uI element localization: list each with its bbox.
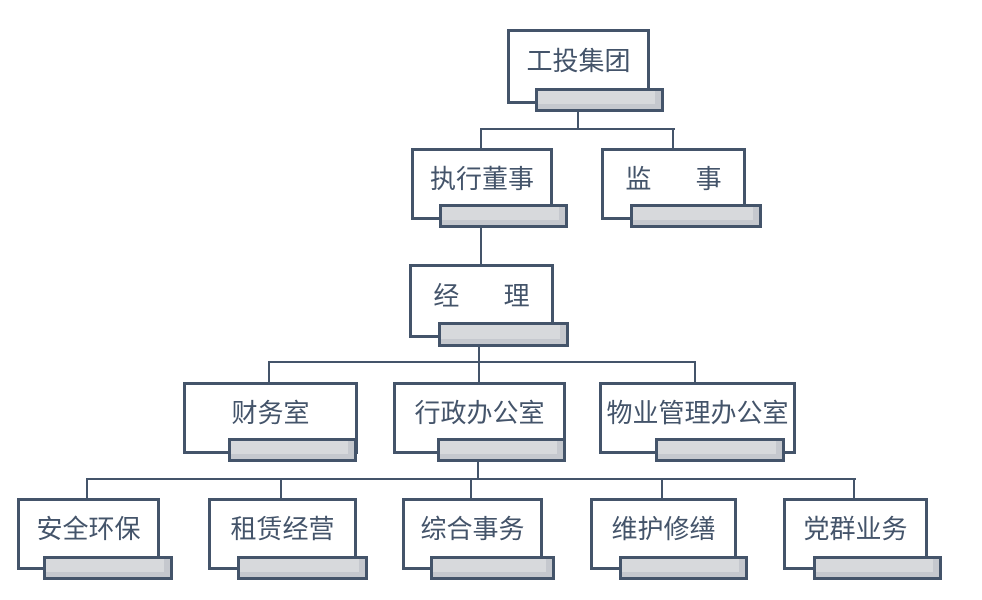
shadow-box-admin-office (437, 438, 566, 462)
connector (280, 478, 282, 498)
org-node-supervisor-label: 监事 (625, 163, 766, 194)
org-node-party-mass-affairs-label: 党群业务 (803, 513, 908, 544)
org-node-general-affairs-label: 综合事务 (420, 513, 525, 544)
org-node-safety-env-label: 安全环保 (36, 513, 141, 544)
org-node-executive-director-label: 执行董事 (429, 163, 534, 194)
connector (672, 128, 674, 148)
org-node-leasing-ops-label: 租赁经营 (230, 513, 335, 544)
connector (478, 346, 480, 363)
shadow-box-property-mgmt-office (655, 438, 785, 462)
shadow-box-supervisor (630, 204, 762, 228)
connector (478, 361, 480, 382)
connector (480, 128, 482, 148)
connector (268, 361, 270, 382)
shadow-box-party-mass-affairs (813, 556, 942, 580)
shadow-box-executive-director (439, 204, 568, 228)
org-node-finance-office-label: 财务室 (231, 397, 310, 428)
connector (694, 361, 696, 382)
shadow-box-general-affairs (430, 556, 555, 580)
org-node-manager-label: 经理 (433, 280, 574, 311)
connector (480, 128, 675, 130)
connector (480, 227, 482, 264)
connector (470, 478, 472, 498)
connector (661, 478, 663, 498)
shadow-box-maintenance-repair (619, 556, 748, 580)
org-node-group-label: 工投集团 (526, 46, 631, 76)
shadow-box-finance-office (228, 438, 357, 462)
shadow-box-group (535, 88, 664, 112)
shadow-box-safety-env (43, 556, 173, 580)
org-node-admin-office-label: 行政办公室 (414, 397, 545, 428)
org-node-property-mgmt-office-label: 物业管理办公室 (606, 397, 789, 428)
connector (268, 361, 696, 363)
connector (477, 461, 479, 480)
connector (853, 478, 855, 498)
connector (86, 478, 88, 498)
connector (577, 111, 579, 130)
org-node-maintenance-repair-label: 维护修缮 (611, 513, 716, 544)
shadow-box-manager (438, 322, 569, 347)
shadow-box-leasing-ops (237, 556, 368, 580)
